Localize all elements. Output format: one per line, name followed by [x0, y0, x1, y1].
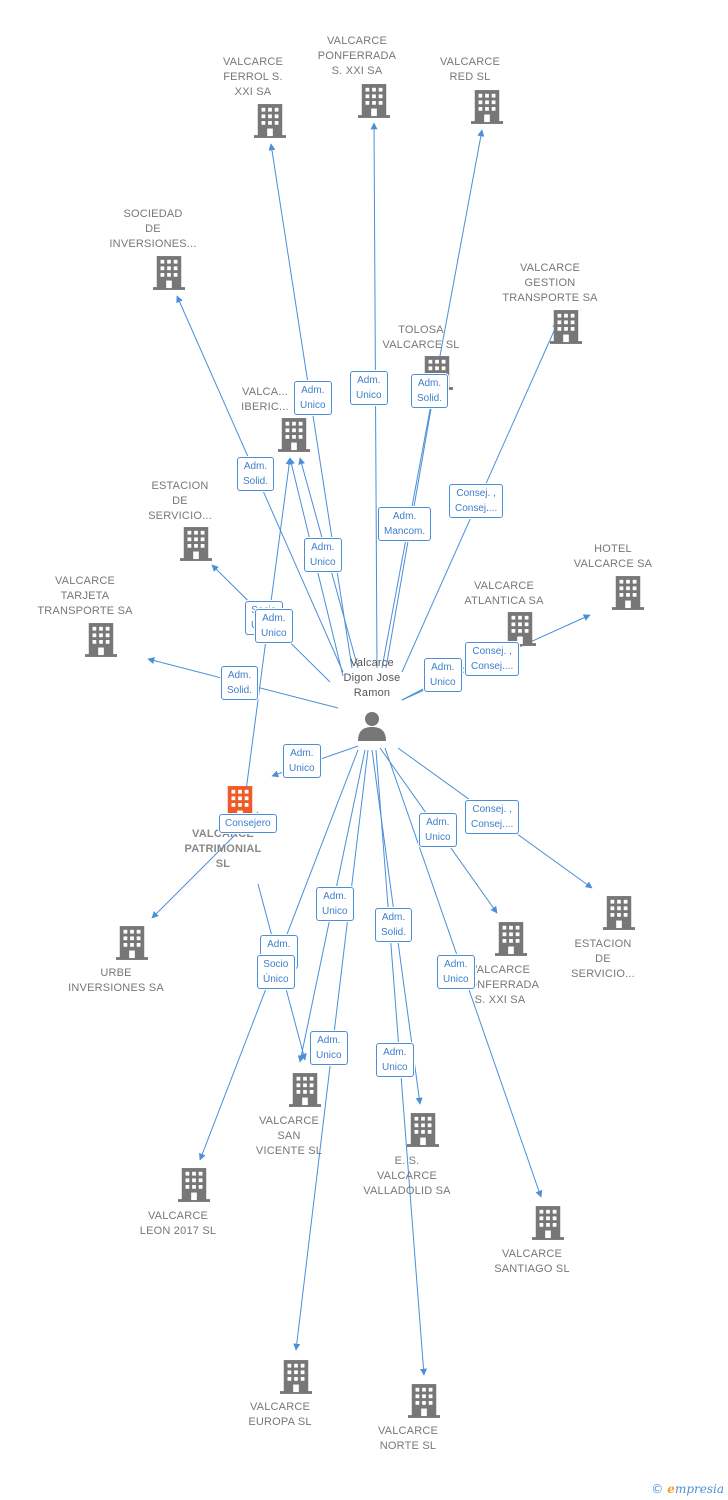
- relation-badge[interactable]: Adm. Unico: [419, 813, 457, 847]
- brand-logo-text: mpresia: [674, 1482, 724, 1496]
- building-icon[interactable]: [358, 84, 390, 118]
- company-label[interactable]: VALCARCE GESTION TRANSPORTE SA: [502, 262, 598, 304]
- relation-badge[interactable]: Adm. Unico: [255, 609, 293, 643]
- company-label[interactable]: VALCARCE NORTE SL: [377, 1425, 439, 1452]
- relation-badge[interactable]: Adm. Unico: [437, 955, 475, 989]
- relation-badge[interactable]: Adm. Mancom.: [378, 507, 432, 541]
- company-label[interactable]: VALCA... IBERIC...: [241, 386, 289, 413]
- company-label[interactable]: VALCARCE ATLANTICA SA: [464, 580, 544, 607]
- building-icon[interactable]: [153, 256, 185, 290]
- company-label[interactable]: ESTACION DE SERVICIO...: [148, 480, 212, 522]
- company-label[interactable]: HOTEL VALCARCE SA: [573, 543, 653, 570]
- relation-badge[interactable]: Adm. Solid.: [411, 374, 449, 408]
- person-label[interactable]: Valcarce Digon Jose Ramon: [343, 657, 401, 699]
- building-icon[interactable]: [532, 1206, 564, 1240]
- company-label[interactable]: VALCARCE SANTIAGO SL: [494, 1248, 570, 1275]
- company-label[interactable]: VALCARCE EUROPA SL: [248, 1401, 312, 1428]
- relation-badge[interactable]: Adm. Unico: [316, 887, 354, 921]
- company-label[interactable]: VALCARCE PATRIMONIAL SL: [184, 828, 262, 870]
- relation-badge[interactable]: Adm. Solid.: [375, 908, 413, 942]
- relation-badge[interactable]: Adm. Unico: [424, 658, 462, 692]
- relation-badge[interactable]: Adm. Solid.: [221, 666, 259, 700]
- company-label[interactable]: VALCARCE SAN VICENTE SL: [255, 1115, 323, 1157]
- relation-badge[interactable]: Adm. Solid.: [237, 457, 275, 491]
- company-label[interactable]: VALCARCE FERROL S. XXI SA: [222, 56, 284, 98]
- company-label[interactable]: VALCARCE PONFERRADA S. XXI SA: [460, 964, 540, 1006]
- brand-logo-e: e: [667, 1482, 675, 1496]
- building-icon[interactable]: [180, 527, 212, 561]
- company-label[interactable]: VALCARCE RED SL: [439, 56, 501, 83]
- company-label[interactable]: TOLOSA VALCARCE SL: [382, 324, 460, 351]
- relation-badge[interactable]: Adm. Unico: [294, 381, 332, 415]
- relation-badge[interactable]: Consej. , Consej....: [465, 642, 520, 676]
- company-label[interactable]: VALCARCE PONFERRADA S. XXI SA: [317, 35, 397, 77]
- company-label[interactable]: SOCIEDAD DE INVERSIONES...: [109, 208, 197, 250]
- relation-badge[interactable]: Adm. Unico: [350, 371, 388, 405]
- copyright-symbol: ©: [651, 1482, 664, 1496]
- relation-badge[interactable]: Adm. Unico: [304, 538, 342, 572]
- building-icon[interactable]: [278, 418, 310, 452]
- building-icon[interactable]: [280, 1360, 312, 1394]
- relation-badge[interactable]: Consej. , Consej....: [465, 800, 520, 834]
- building-icon[interactable]: [178, 1168, 210, 1202]
- building-icon[interactable]: [603, 896, 635, 930]
- building-icon[interactable]: [550, 310, 582, 344]
- building-icon[interactable]: [504, 612, 536, 646]
- relation-badge[interactable]: Socio Único: [257, 955, 295, 989]
- building-icon[interactable]: [495, 922, 527, 956]
- building-icon[interactable]: [289, 1073, 321, 1107]
- brand-footer[interactable]: ©empresia: [651, 1482, 724, 1496]
- company-label[interactable]: URBE INVERSIONES SA: [68, 967, 164, 994]
- company-label[interactable]: VALCARCE TARJETA TRANSPORTE SA: [37, 575, 133, 617]
- relation-badge[interactable]: Adm. Unico: [376, 1043, 414, 1077]
- company-label[interactable]: ESTACION DE SERVICIO...: [571, 938, 635, 980]
- building-icon[interactable]: [407, 1113, 439, 1147]
- relation-badge[interactable]: Consej. , Consej....: [449, 484, 504, 518]
- building-icon[interactable]: [612, 576, 644, 610]
- relation-badge[interactable]: Adm. Unico: [283, 744, 321, 778]
- building-icon[interactable]: [408, 1384, 440, 1418]
- company-label[interactable]: VALCARCE LEON 2017 SL: [139, 1210, 217, 1237]
- relation-badge[interactable]: Consejero: [219, 814, 277, 833]
- building-icon[interactable]: [85, 623, 117, 657]
- relation-badge[interactable]: Adm. Unico: [310, 1031, 348, 1065]
- building-icon[interactable]: [116, 926, 148, 960]
- company-label[interactable]: E. S. VALCARCE VALLADOLID SA: [363, 1155, 451, 1197]
- building-icon[interactable]: [471, 90, 503, 124]
- person-icon[interactable]: [357, 711, 387, 741]
- building-icon[interactable]: [254, 104, 286, 138]
